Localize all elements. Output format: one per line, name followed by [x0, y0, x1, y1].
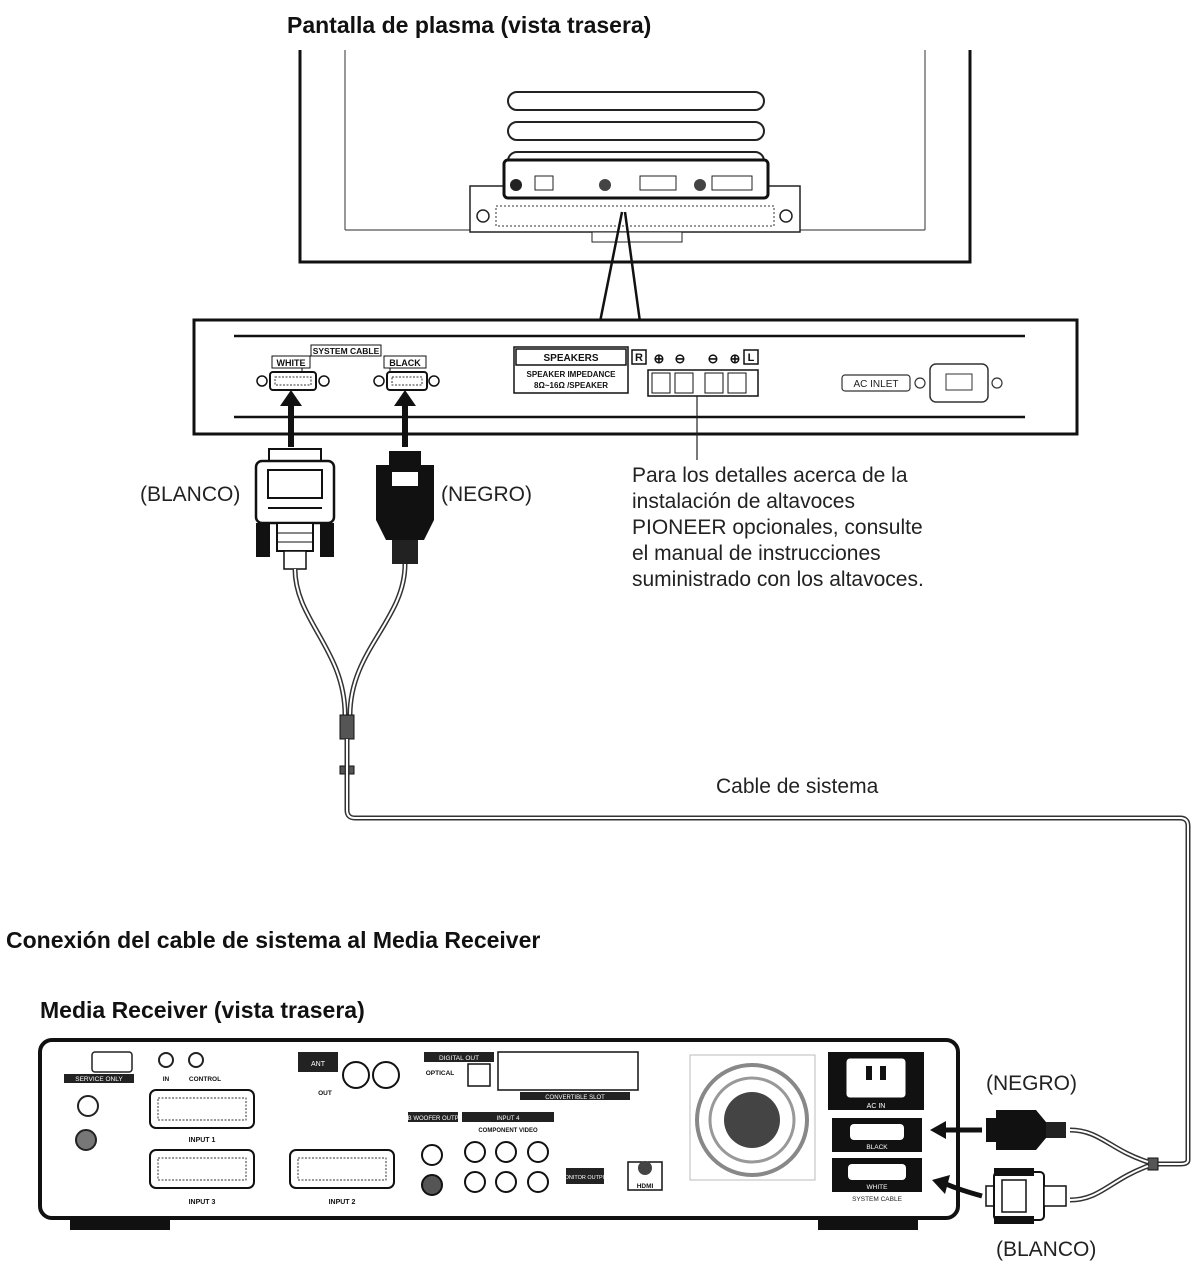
white-port-label: WHITE [277, 358, 306, 368]
receiver-title: Media Receiver (vista trasera) [40, 997, 365, 1023]
input1-label: INPUT 1 [189, 1137, 216, 1144]
negro-label-bottom: (NEGRO) [986, 1072, 1077, 1095]
system-cable-label: SYSTEM CABLE [313, 346, 380, 356]
plasma-terminal-panel: SYSTEM CABLE WHITE BLACK SPEAKERS SPEAKE… [192, 318, 1079, 460]
receiver-black-plug [986, 1110, 1066, 1150]
black-plug-top [376, 451, 434, 564]
blanco-label-top: (BLANCO) [140, 483, 240, 506]
ac-inlet: AC INLET [841, 363, 1003, 403]
white-system-port [256, 371, 330, 391]
plasma-arrows [280, 390, 416, 447]
convertible-slot-label: CONVERTIBLE SLOT [545, 1095, 605, 1101]
optical-label: OPTICAL [426, 1070, 455, 1077]
black-port-label: BLACK [389, 358, 421, 368]
connection-title: Conexión del cable de sistema al Media R… [6, 927, 540, 953]
ac-inlet-label: AC INLET [853, 379, 898, 390]
media-receiver-rear-view: SERVICE ONLY IN CONTROL INPUT 1 INPUT 3 … [38, 1038, 960, 1230]
control-label: CONTROL [189, 1076, 221, 1083]
system-cable [292, 563, 1191, 1203]
receiver-white-port: WHITE [832, 1158, 922, 1192]
input4-label: INPUT 4 [497, 1116, 521, 1122]
negro-label-top: (NEGRO) [441, 483, 532, 506]
black-system-port [373, 371, 440, 391]
white-plug-top [254, 448, 336, 570]
component-video-label: COMPONENT VIDEO [478, 1128, 538, 1134]
fan-icon [689, 1054, 816, 1181]
receiver-arrows [930, 1121, 983, 1199]
speakers-label: SPEAKERS [543, 353, 598, 364]
hdmi-label: HDMI [637, 1183, 654, 1190]
receiver-black-port: BLACK [832, 1118, 922, 1152]
receiver-white-label: WHITE [867, 1184, 889, 1191]
speaker-l-label: L [748, 352, 755, 364]
speakers-block: SPEAKERS SPEAKER IMPEDANCE 8Ω~16Ω /SPEAK… [513, 346, 759, 460]
receiver-system-cable-label: SYSTEM CABLE [852, 1196, 903, 1203]
digital-out-label: DIGITAL OUT [439, 1055, 479, 1062]
input2-label: INPUT 2 [329, 1199, 356, 1206]
sub-woofer-output-label: SUB WOOFER OUTPUT [399, 1116, 467, 1122]
plasma-rear-view [298, 50, 972, 323]
speaker-r-label: R [635, 352, 643, 364]
speaker-note-line-2: instalación de altavoces [632, 490, 855, 513]
out-label: OUT [318, 1090, 332, 1097]
r-plus-icon: ⊕ [654, 351, 665, 366]
plasma-title: Pantalla de plasma (vista trasera) [287, 12, 651, 38]
in-label: IN [163, 1076, 170, 1083]
receiver-black-label: BLACK [866, 1144, 888, 1151]
speaker-note-line-3: PIONEER opcionales, consulte [632, 516, 923, 539]
speaker-impedance-label: SPEAKER IMPEDANCE [527, 370, 617, 379]
cable-de-sistema-label: Cable de sistema [716, 775, 879, 798]
l-plus-icon: ⊕ [730, 351, 741, 366]
ant-label: ANT [311, 1061, 326, 1068]
impedance-value-label: 8Ω~16Ω /SPEAKER [534, 381, 608, 390]
monitor-output-label: MONITOR OUTPUT [560, 1175, 611, 1181]
speaker-note-line-5: suministrado con los altavoces. [632, 568, 924, 591]
speaker-note-line-1: Para los detalles acerca de la [632, 464, 908, 487]
speaker-note: Para los detalles acerca de la instalaci… [632, 464, 924, 591]
speaker-note-line-4: el manual de instrucciones [632, 542, 881, 565]
receiver-white-plug [985, 1168, 1067, 1224]
l-minus-icon: ⊖ [708, 351, 719, 366]
ac-in-label: AC IN [867, 1103, 886, 1110]
input3-label: INPUT 3 [189, 1199, 216, 1206]
r-minus-icon: ⊖ [675, 351, 686, 366]
service-only-label: SERVICE ONLY [75, 1076, 123, 1083]
blanco-label-bottom: (BLANCO) [996, 1238, 1096, 1261]
